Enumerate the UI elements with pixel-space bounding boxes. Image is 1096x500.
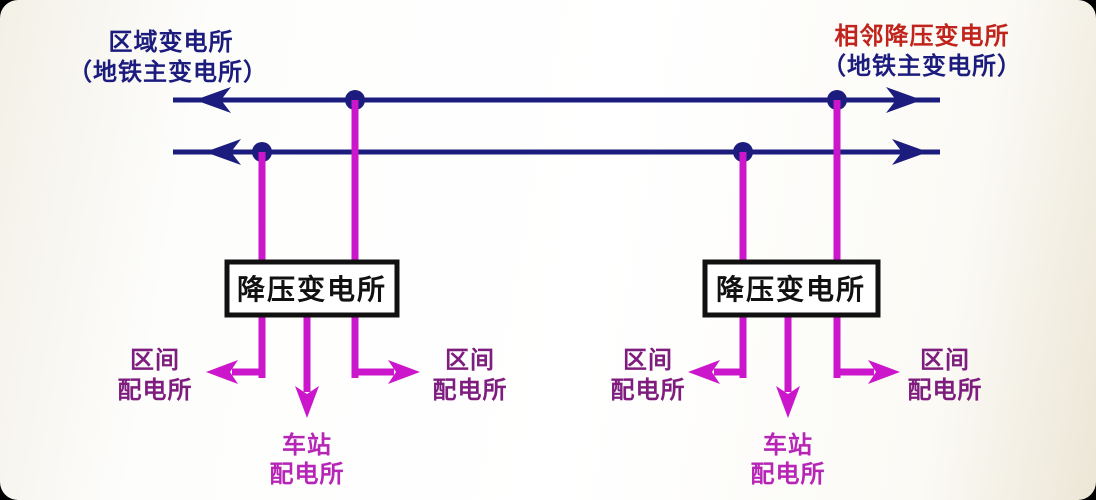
feeder-lines xyxy=(232,100,874,392)
section-feeder-label-line1: 区间 xyxy=(623,347,673,374)
arrowhead-down-icon xyxy=(295,386,319,418)
section-feeder-label-line2: 配电所 xyxy=(118,377,193,404)
adjacent-substation-label-line1: 相邻降压变电所 xyxy=(835,22,1010,50)
arrowhead-right-icon xyxy=(892,139,928,165)
section-feeder-labels: 区间 配电所 区间 配电所 区间 配电所 区间 配电所 xyxy=(118,347,983,404)
stepdown-substation-box-left xyxy=(224,259,400,318)
arrowhead-left-icon xyxy=(688,360,720,384)
section-feeder-label-line1: 区间 xyxy=(445,347,495,374)
arrowhead-right-icon xyxy=(868,360,900,384)
station-feeder-label-line2: 配电所 xyxy=(751,461,826,488)
arrowhead-left-icon xyxy=(206,360,238,384)
bus-lines xyxy=(173,97,940,155)
arrowhead-left-icon xyxy=(195,87,231,113)
adjacent-substation-label-line2: （地铁主变电所） xyxy=(822,52,1022,80)
station-feeder-labels: 车站 配电所 车站 配电所 xyxy=(270,431,826,488)
section-feeder-label-line2: 配电所 xyxy=(908,377,983,404)
region-substation-label-line2: （地铁主变电所） xyxy=(68,58,268,86)
section-feeder-label-line1: 区间 xyxy=(130,347,180,374)
arrowhead-right-icon xyxy=(886,87,922,113)
station-feeder-label-line1: 车站 xyxy=(282,431,332,459)
stepdown-substation-box-left-label: 降压变电所 xyxy=(237,273,387,305)
arrowhead-right-icon xyxy=(388,360,420,384)
section-feeder-label-line1: 区间 xyxy=(920,347,970,374)
station-feeder-label-line2: 配电所 xyxy=(270,461,345,488)
bus-arrowheads xyxy=(195,87,928,165)
arrowhead-left-icon xyxy=(205,139,241,165)
stepdown-substation-box-right xyxy=(702,259,881,318)
arrowhead-down-icon xyxy=(776,386,800,418)
stepdown-substation-box-right-label: 降压变电所 xyxy=(716,273,866,305)
region-substation-label-line1: 区域变电所 xyxy=(109,28,234,56)
feeder-arrowheads xyxy=(206,360,900,418)
section-feeder-label-line2: 配电所 xyxy=(611,377,686,404)
section-feeder-label-line2: 配电所 xyxy=(433,377,508,404)
station-feeder-label-line1: 车站 xyxy=(763,431,813,459)
stepdown-substation-boxes xyxy=(224,259,881,318)
